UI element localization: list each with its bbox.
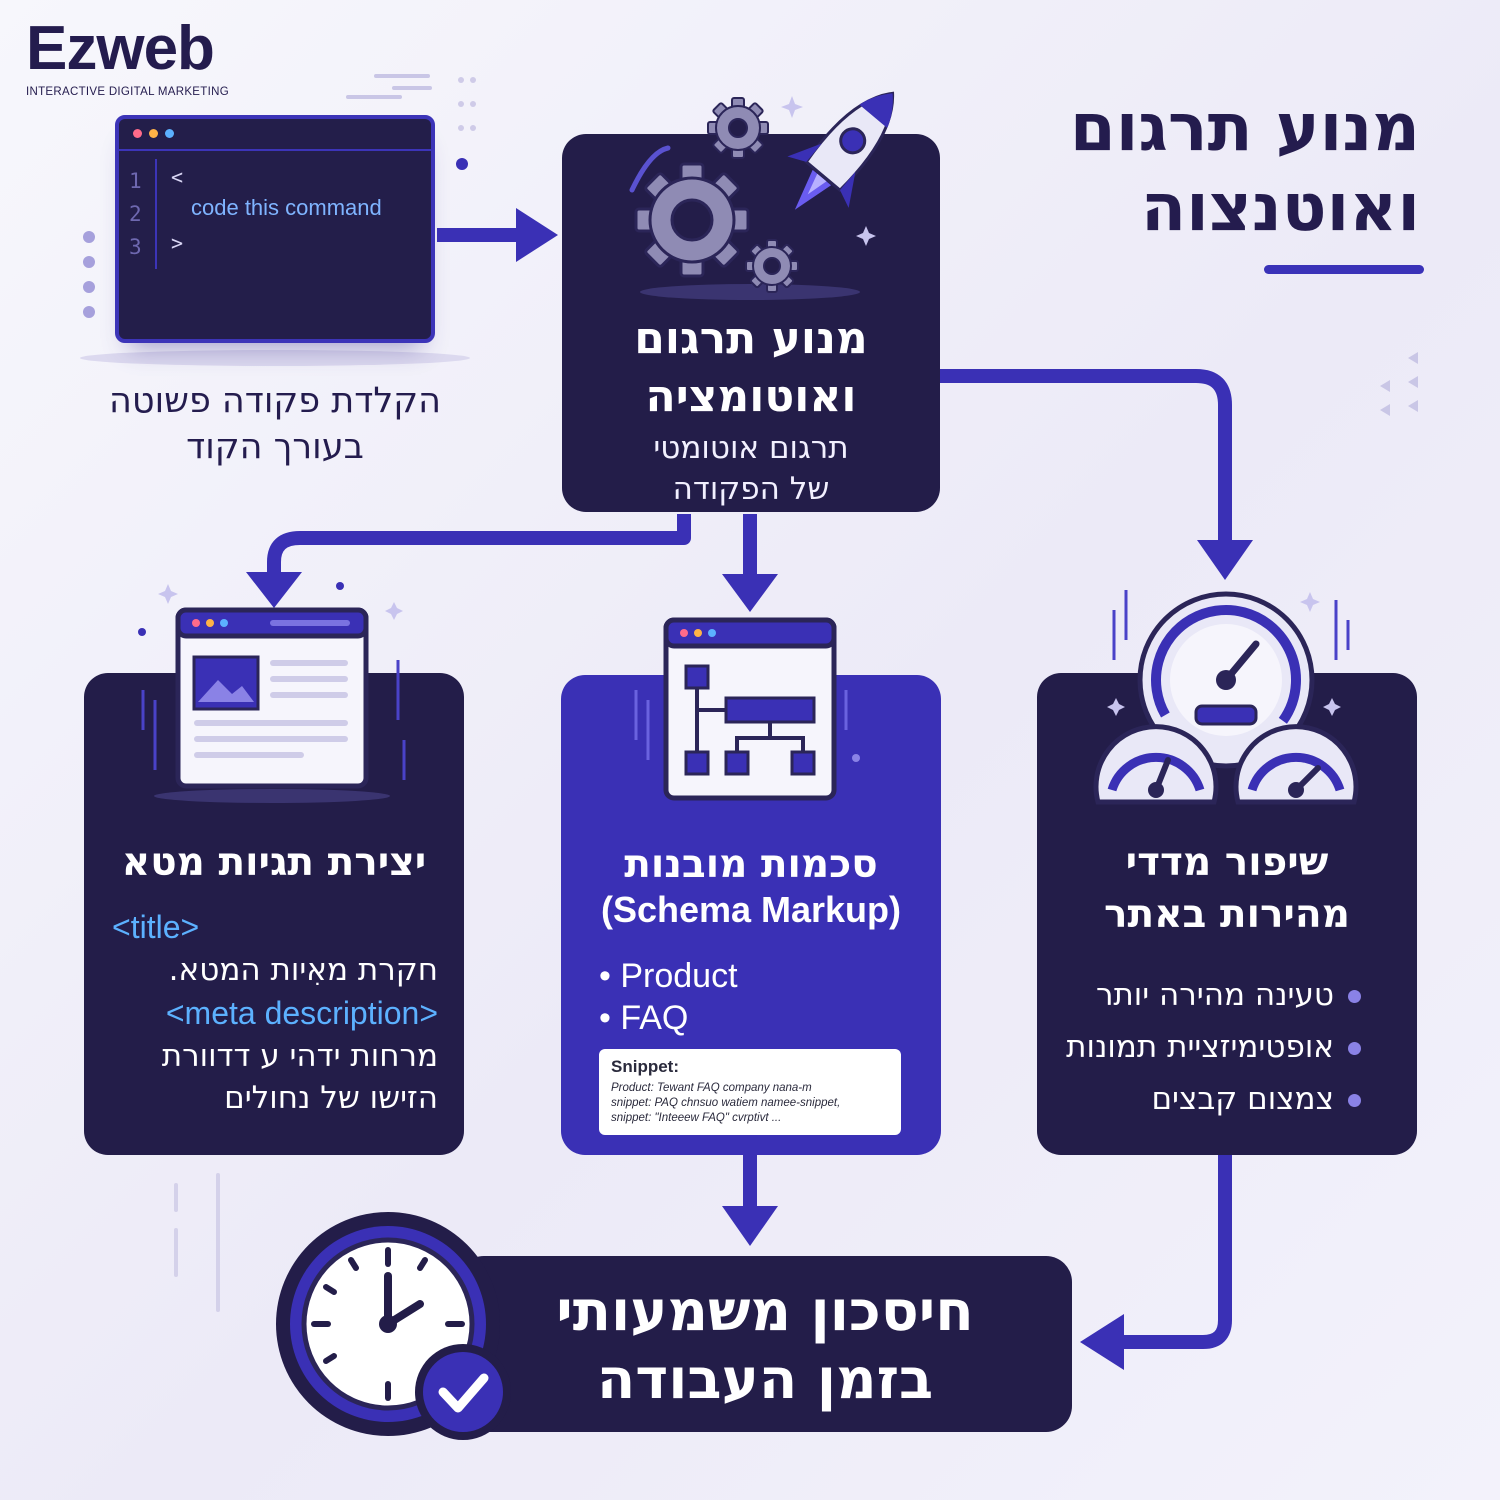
result-line1: חיסכון משמעותי (556, 1279, 974, 1344)
main-title-line2: ואוטנצוה (1140, 169, 1420, 246)
snippet-line: Product: Tewant FAQ company nana-m (611, 1082, 812, 1094)
line-number: 2 (129, 202, 142, 226)
result-box: חיסכון משמעותי בזמן העבודה (458, 1256, 1072, 1432)
speed-item-label: טעינה מהירה יותר (1095, 977, 1334, 1013)
speed-item: צמצום קבצים (1041, 1073, 1361, 1125)
engine-box: מנוע תרגום ואוטומציה תרגום אוטומטי של הפ… (562, 134, 940, 512)
schema-bullets: • Product • FAQ (599, 955, 738, 1039)
meta-content: <title> חקרת מאִיות המטא. <meta descript… (98, 905, 438, 1119)
code-close-symbol: > (171, 231, 184, 255)
meta-line2: מרחות ידהי ע דדוורת (161, 1038, 438, 1074)
speed-box: שיפור מדדי מהירות באתר טעינה מהירה יותר … (1037, 673, 1417, 1155)
schema-title-en: (Schema Markup) (600, 889, 902, 930)
window-dot-red (133, 129, 142, 138)
window-dot-yellow (149, 129, 158, 138)
speed-item-label: צמצום קבצים (1151, 1081, 1334, 1117)
bullet-dot (1348, 1042, 1361, 1055)
engine-title-line1: מנוע תרגום (634, 313, 868, 364)
gutter-divider (155, 159, 157, 269)
engine-title-line2: ואוטומציה (645, 371, 857, 422)
editor-caption-line1: הקלדת פקודה פשוטה (109, 381, 441, 421)
line-number: 3 (129, 235, 142, 259)
editor-caption: הקלדת פקודה פשוטה בעורך הקוד (70, 378, 480, 470)
result-line2: בזמן העבודה (596, 1347, 934, 1412)
meta-description-tag: <meta description> (165, 995, 438, 1031)
schema-title: סכמות מובנות (624, 842, 878, 887)
speed-item: טעינה מהירה יותר (1041, 969, 1361, 1021)
engine-subtitle: תרגום אוטומטי של הפקודה (562, 428, 940, 510)
snippet-preview: Snippet: Product: Tewant FAQ company nan… (599, 1049, 901, 1135)
snippet-title: Snippet: (611, 1057, 679, 1076)
engine-title: מנוע תרגום ואוטומציה (562, 310, 940, 426)
logo-name: Ezweb (26, 14, 215, 83)
code-editor: 1 2 3 < code this command > (115, 115, 435, 343)
code-open-symbol: < (171, 165, 184, 189)
logo-tagline: INTERACTIVE DIGITAL MARKETING (26, 86, 229, 98)
logo: Ezweb INTERACTIVE DIGITAL MARKETING (26, 14, 229, 99)
meta-title-tag: <title> (112, 909, 200, 945)
speed-title-line1: שיפור מדדי (1125, 840, 1329, 885)
engine-subtitle-line1: תרגום אוטומטי (653, 430, 849, 466)
bullet-dot (1348, 990, 1361, 1003)
meta-line1: חקרת מאִיות המטא. (168, 952, 438, 988)
schema-bullet-product: • Product (599, 957, 738, 995)
meta-title: יצירת תגיות מטא (121, 840, 427, 885)
line-numbers: 1 2 3 (129, 165, 142, 264)
result-text: חיסכון משמעותי בזמן העבודה (458, 1278, 1072, 1414)
editor-titlebar (119, 119, 431, 151)
main-title-line1: מנוע תרגום (1069, 89, 1420, 166)
code-command: code this command (191, 195, 382, 220)
meta-line3: הזישו של נחולים (224, 1080, 438, 1116)
main-title: מנוע תרגום ואוטנצוה (900, 88, 1420, 248)
speed-item: אופטימיזציית תמונות (1041, 1021, 1361, 1073)
speed-title: שיפור מדדי מהירות באתר (1037, 837, 1417, 941)
line-number: 1 (129, 169, 142, 193)
schema-bullet-faq: • FAQ (599, 999, 689, 1037)
engine-subtitle-line2: של הפקודה (672, 471, 830, 507)
editor-caption-line2: בעורך הקוד (186, 427, 364, 467)
speed-list: טעינה מהירה יותר אופטימיזציית תמונות צמצ… (1041, 969, 1361, 1125)
snippet-line: snippet: PAQ chnsuo watiem namee-snippet… (611, 1097, 841, 1109)
title-underline (1264, 265, 1424, 274)
bullet-dot (1348, 1094, 1361, 1107)
speed-title-line2: מהירות באתר (1104, 892, 1350, 937)
schema-box: סכמות מובנות (Schema Markup) • Product •… (561, 675, 941, 1155)
window-dot-blue (165, 129, 174, 138)
speed-item-label: אופטימיזציית תמונות (1066, 1029, 1334, 1065)
snippet-line: snippet: "Inteeew FAQ" cvrptivt ... (611, 1112, 782, 1124)
